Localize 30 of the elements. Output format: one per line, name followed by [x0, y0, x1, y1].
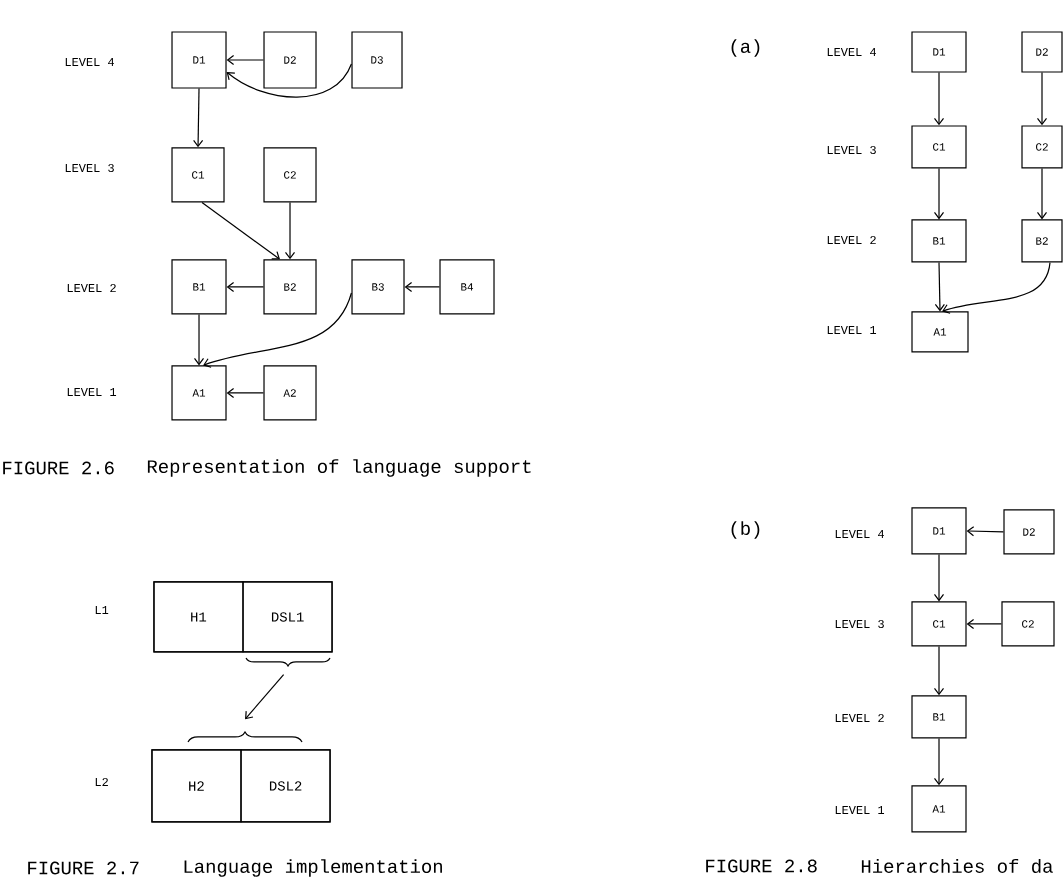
- arrow: [933, 645, 945, 696]
- curved-arrow: [203, 292, 352, 368]
- arrow: [933, 72, 945, 126]
- arrow: [933, 553, 945, 602]
- arrow: [404, 281, 440, 293]
- curved-arrow: [942, 261, 1051, 314]
- figure-caption: Representation of language support: [147, 459, 531, 477]
- arrow: [966, 526, 1004, 537]
- figure-number: FIGURE 2.6: [3, 461, 114, 475]
- arrow: [1036, 72, 1048, 126]
- arrow: [966, 618, 1002, 630]
- arrow: [934, 261, 945, 312]
- figure-number: FIGURE 2.7: [28, 861, 139, 875]
- figure-caption: Language implementation: [184, 859, 442, 877]
- arrow: [226, 54, 264, 66]
- arrow: [193, 313, 205, 366]
- curved-arrow: [226, 63, 352, 98]
- arrow: [245, 673, 285, 720]
- arrow: [226, 281, 264, 293]
- arrow: [933, 168, 945, 220]
- arrow: [193, 88, 204, 148]
- arrow: [201, 202, 280, 260]
- arrow: [226, 387, 264, 399]
- arrow: [1036, 168, 1048, 220]
- panel-letter: (a): [731, 39, 760, 57]
- figure-number: FIGURE 2.8: [706, 859, 817, 873]
- panel-letter: (b): [731, 521, 760, 539]
- arrow: [933, 737, 945, 786]
- figure-caption: Hierarchies of da: [861, 859, 1053, 873]
- arrow: [284, 202, 296, 260]
